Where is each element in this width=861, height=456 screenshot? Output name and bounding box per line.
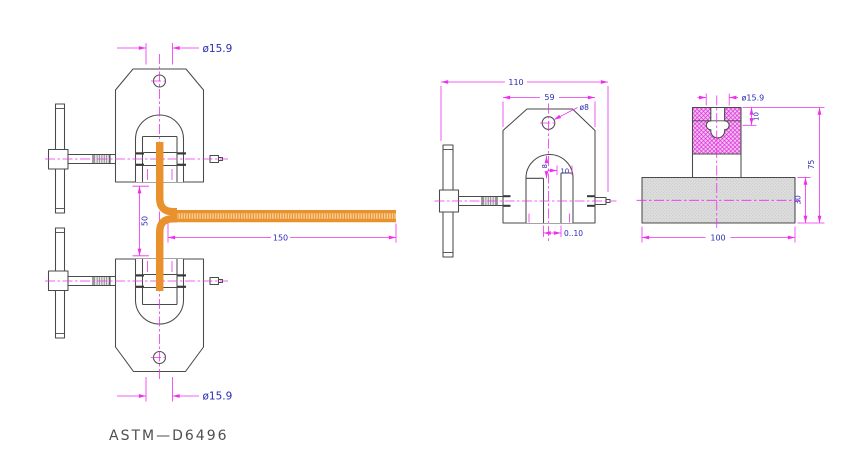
front-dimension-labels: ø15.9 50 150 ø15.9 bbox=[141, 43, 289, 403]
standard-title: ASTM—D6496 bbox=[109, 428, 229, 444]
section-view: ø15.9 10 75 30 100 bbox=[636, 93, 825, 243]
section-dimension-labels: ø15.9 10 75 30 100 bbox=[710, 93, 816, 242]
side-view: 110 59 ø8 8 10 0..10 bbox=[434, 78, 617, 258]
dim-prong-width: 10 bbox=[560, 167, 569, 175]
front-bolt-bores bbox=[136, 152, 186, 288]
dim-overall-height: 75 bbox=[807, 160, 816, 170]
side-bolt-bores bbox=[503, 195, 595, 207]
specimen-bottom-layer bbox=[174, 218, 396, 223]
top-clevis bbox=[47, 68, 224, 214]
dim-slot-depth: 8 bbox=[541, 164, 549, 168]
section-geometry bbox=[641, 106, 796, 224]
dim-overall-width: 110 bbox=[508, 78, 523, 87]
section-bore-pocket bbox=[705, 106, 730, 139]
dim-hole-diameter: ø8 bbox=[580, 103, 590, 112]
dim-base-height: 30 bbox=[793, 195, 802, 205]
side-slot bbox=[525, 154, 574, 223]
section-centerlines bbox=[636, 95, 801, 229]
section-dimension-lines bbox=[641, 93, 825, 243]
dim-bore-depth: 10 bbox=[753, 112, 761, 121]
specimen-upper-tab bbox=[155, 142, 177, 216]
dim-specimen-length: 150 bbox=[273, 233, 288, 242]
side-dimension-labels: 110 59 ø8 8 10 0..10 bbox=[508, 78, 589, 238]
bottom-clevis bbox=[47, 227, 224, 373]
specimen-top-layer bbox=[174, 210, 396, 214]
dim-body-width: 59 bbox=[544, 93, 554, 102]
front-centerlines bbox=[45, 54, 228, 380]
dim-bore-diameter: ø15.9 bbox=[742, 93, 765, 102]
dim-top-diameter: ø15.9 bbox=[203, 43, 233, 55]
side-clevis bbox=[438, 108, 611, 258]
dim-base-width: 100 bbox=[710, 233, 725, 242]
dim-bottom-diameter: ø15.9 bbox=[203, 391, 233, 403]
front-view: ø15.9 50 150 ø15.9 bbox=[45, 43, 397, 403]
specimen bbox=[155, 142, 396, 291]
dim-clevis-gap: 50 bbox=[141, 216, 150, 226]
side-centerlines bbox=[434, 103, 617, 243]
specimen-lower-tab bbox=[155, 214, 177, 291]
dim-grip-gap: 0..10 bbox=[564, 229, 583, 238]
